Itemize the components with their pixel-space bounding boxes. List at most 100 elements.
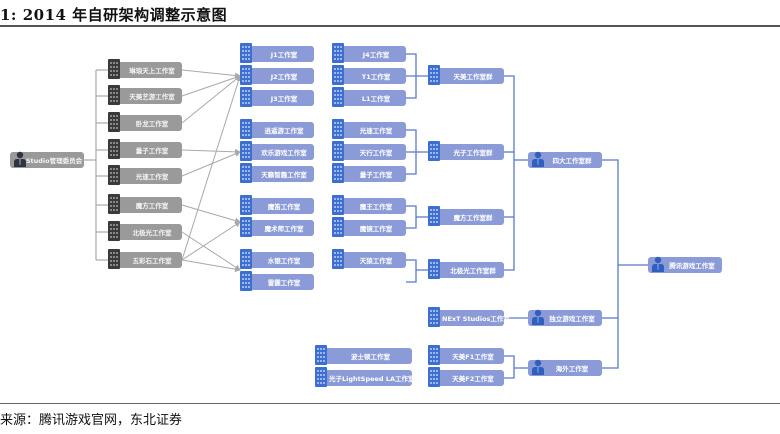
mid-studio-node: 魔术师工作室 (240, 220, 314, 236)
node-label: Studio管理委员会 (25, 157, 83, 165)
building-icon (239, 248, 253, 270)
building-icon (331, 118, 345, 140)
node-label: 腾讯游戏工作室 (669, 262, 715, 270)
node-label: NExT Studios工作室 (442, 315, 510, 323)
node-label: 天行工作室 (359, 149, 393, 157)
building-icon (107, 193, 121, 215)
mid-studio-node: J3工作室 (240, 90, 314, 106)
node-label: 五彩石工作室 (132, 257, 172, 265)
person-icon (531, 359, 545, 375)
building-icon (107, 248, 121, 270)
studio-group-node: 天美工作室群 (428, 68, 504, 84)
tencent-games-studio-node: 腾讯游戏工作室 (648, 257, 722, 273)
root-bracket (84, 69, 108, 261)
building-icon (331, 194, 345, 216)
overseas-child-node: 天美F2工作室 (428, 370, 504, 386)
next-studios-node: NExT Studios工作室 (428, 310, 510, 326)
indie-studio-node: 独立游戏工作室 (528, 310, 602, 326)
new-studio-node: 量子工作室 (332, 166, 406, 182)
mid-studio-node: 雷霆工作室 (240, 274, 314, 290)
building-icon (239, 194, 253, 216)
studio-group-node: 光子工作室群 (428, 144, 504, 160)
node-label: 雷霆工作室 (267, 279, 301, 287)
new-studio-node: J4工作室 (332, 46, 406, 62)
node-label: 欢乐游戏工作室 (261, 149, 307, 157)
node-label: 量子工作室 (359, 171, 393, 179)
old-studio-node: 量子工作室 (108, 142, 182, 158)
person-icon (13, 151, 27, 167)
building-icon (314, 344, 328, 366)
new-studio-node: 天狼工作室 (332, 252, 406, 268)
node-label: 天美工作室群 (453, 73, 493, 81)
studio-group-node: 魔方工作室群 (428, 209, 504, 225)
building-icon (331, 64, 345, 86)
node-label: J3工作室 (270, 95, 298, 103)
person-icon (531, 151, 545, 167)
org-brackets (406, 53, 648, 379)
node-label: 量子工作室 (135, 147, 169, 155)
node-label: 光速工作室 (359, 127, 393, 135)
building-icon (107, 220, 121, 242)
node-label: 波士顿工作室 (351, 353, 390, 361)
node-label: 卧龙工作室 (135, 120, 169, 128)
node-label: 魔王工作室 (359, 203, 393, 211)
migration-arrows (181, 69, 242, 273)
node-label: 天籁智趣工作室 (261, 171, 307, 179)
node-label: 魔笛工作室 (267, 203, 301, 211)
building-icon (427, 258, 441, 280)
node-label: 魔方工作室群 (453, 214, 493, 222)
node-label: L1工作室 (361, 95, 391, 103)
big-four-group-node: 四大工作室群 (528, 152, 602, 168)
figure-title: 1: 2014 年自研架构调整示意图 (0, 6, 228, 24)
node-label: 天美艺游工作室 (129, 93, 175, 101)
node-label: 魔方工作室 (135, 202, 169, 210)
building-icon (239, 162, 253, 184)
building-icon (427, 344, 441, 366)
node-label: 魔术师工作室 (264, 225, 304, 233)
building-icon (331, 216, 345, 238)
root-node-studio-committee: Studio管理委员会 (10, 152, 84, 168)
building-icon (331, 162, 345, 184)
node-label: 独立游戏工作室 (549, 315, 595, 323)
building-icon (331, 42, 345, 64)
standalone-studio-node: 光子LightSpeed LA工作室 (315, 370, 415, 386)
mid-studio-node: J1工作室 (240, 46, 314, 62)
node-label: 北极光工作室群 (450, 267, 496, 275)
mid-studio-node: 天籁智趣工作室 (240, 166, 314, 182)
overseas-studio-node: 海外工作室 (528, 360, 602, 376)
building-icon (107, 84, 121, 106)
building-icon (427, 140, 441, 162)
building-icon (239, 118, 253, 140)
node-label: J1工作室 (270, 51, 298, 59)
node-label: 四大工作室群 (552, 157, 592, 165)
new-studio-node: 天行工作室 (332, 144, 406, 160)
building-icon (239, 86, 253, 108)
node-label: 光子工作室群 (453, 149, 493, 157)
building-icon (239, 216, 253, 238)
node-label: 天美F1工作室 (452, 353, 494, 361)
building-icon (331, 248, 345, 270)
mid-studio-node: 逍遥游工作室 (240, 122, 314, 138)
node-label: 天狼工作室 (359, 257, 393, 265)
old-studio-node: 琳琅天上工作室 (108, 62, 182, 78)
mid-studio-node: 水银工作室 (240, 252, 314, 268)
old-studio-node: 魔方工作室 (108, 197, 182, 213)
source-note: 来源：腾讯游戏官网，东北证券 (0, 413, 183, 428)
node-label: 逍遥游工作室 (264, 127, 304, 135)
building-icon (427, 64, 441, 86)
building-icon (239, 140, 253, 162)
node-label: 天美F2工作室 (452, 375, 494, 383)
node-label: 海外工作室 (555, 365, 589, 373)
overseas-child-node: 天美F1工作室 (428, 348, 504, 364)
building-icon (239, 42, 253, 64)
building-icon (427, 366, 441, 388)
building-icon (107, 58, 121, 80)
node-label: J4工作室 (362, 51, 390, 59)
mid-studio-node: 欢乐游戏工作室 (240, 144, 314, 160)
building-icon (239, 64, 253, 86)
person-icon (651, 256, 665, 272)
top-divider (0, 25, 780, 27)
building-icon (239, 270, 253, 292)
bottom-divider (0, 403, 780, 404)
new-studio-node: L1工作室 (332, 90, 406, 106)
